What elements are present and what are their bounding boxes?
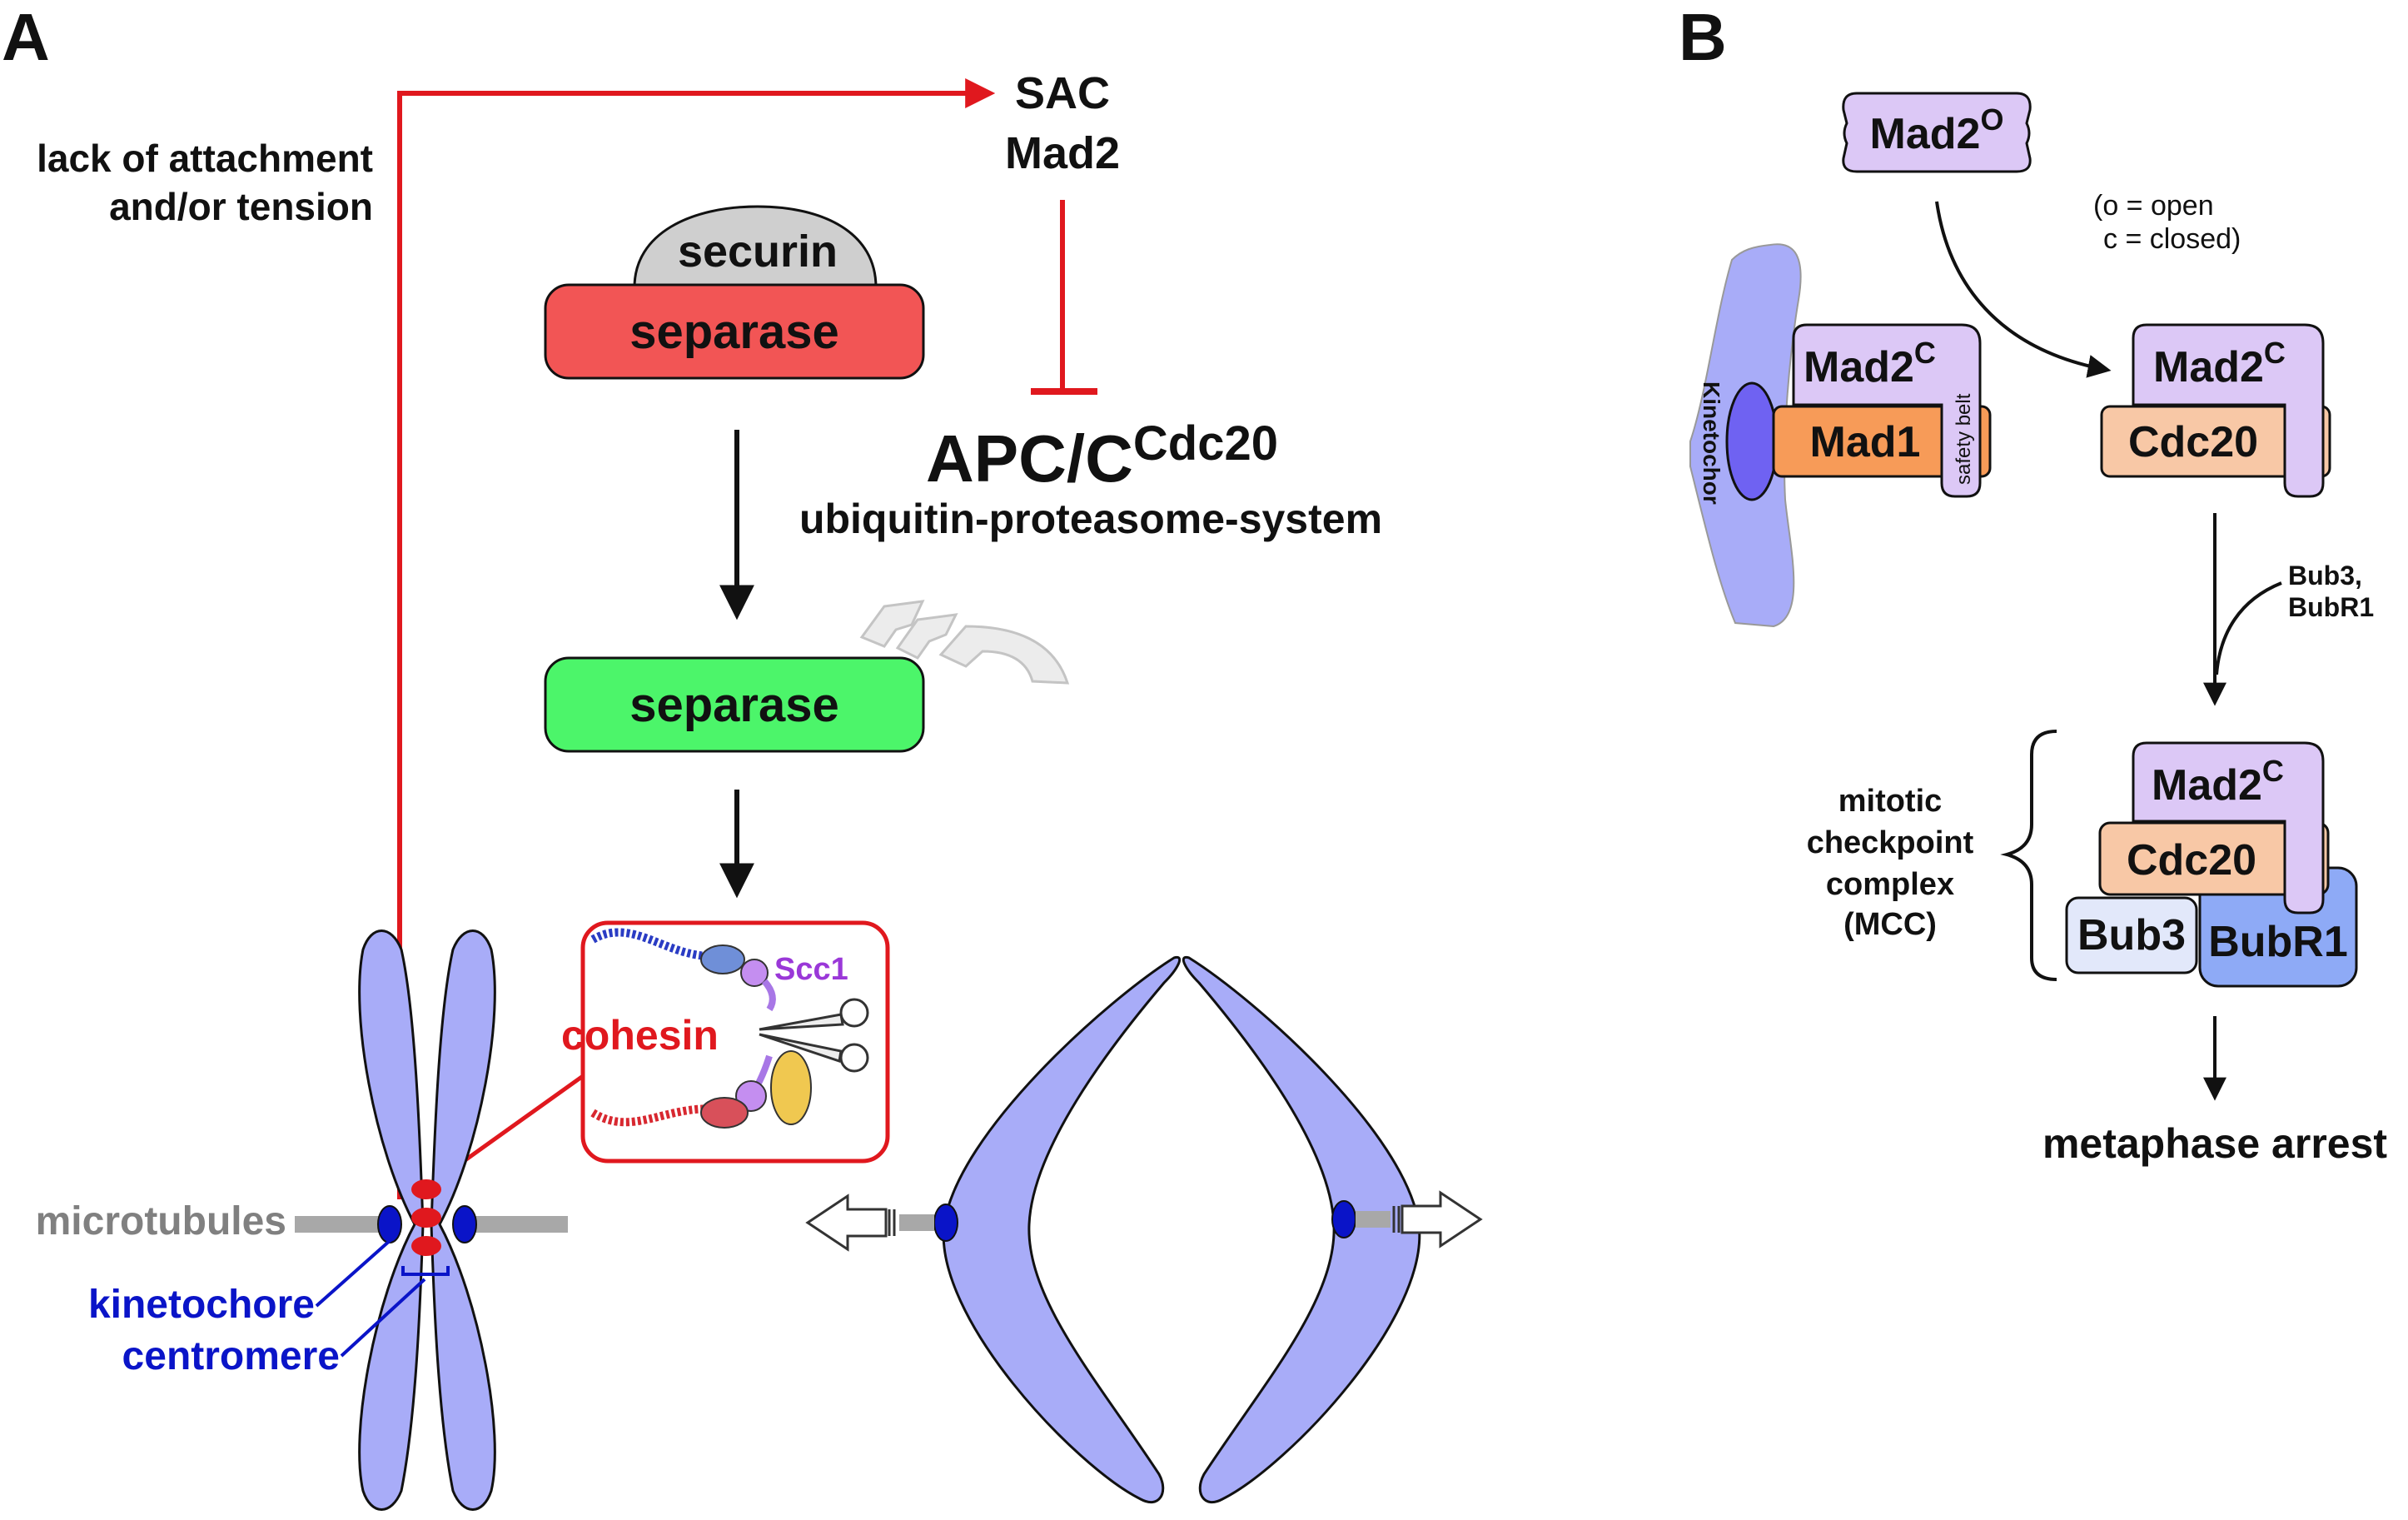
centromere-pointer	[340, 1278, 426, 1358]
apc-label: APC/CCdc20	[926, 416, 1278, 496]
mcc-cdc20-box	[2098, 821, 2330, 896]
bub-label-line2: BubR1	[2288, 592, 2374, 622]
mad2-closed-cdc20-superscript: C	[2264, 336, 2286, 370]
metaphase-arrest-label: metaphase arrest	[2042, 1120, 2387, 1167]
separase-active-box	[544, 656, 925, 753]
mad2-closed-bound-label: Mad2C	[1804, 336, 1936, 391]
trigger-label-line1: lack of attachment	[37, 137, 373, 180]
scissors-icon	[759, 998, 869, 1073]
pull-arrow-left	[805, 1194, 896, 1252]
bub3-box	[2065, 896, 2198, 974]
bub-binding-curve	[2215, 581, 2282, 675]
sac-signal-arrow	[397, 78, 996, 1199]
scc1-label: Scc1	[774, 952, 848, 987]
mad2-closed-cdc20-shape	[2132, 323, 2325, 498]
mad2-closed-cdc20-label: Mad2C	[2153, 336, 2286, 391]
kinetochore-right	[452, 1205, 477, 1243]
mad2-label: Mad2	[1005, 128, 1120, 178]
mcc-label-line4: (MCC)	[1843, 907, 1937, 942]
mad2-open-shape	[1842, 92, 2032, 173]
state-legend-line1: (o = open	[2093, 190, 2214, 222]
centromere-label: centromere	[122, 1334, 340, 1378]
securin-label: securin	[678, 227, 838, 277]
mad2-open-label: Mad2O	[1870, 102, 2004, 158]
separase-active-label: separase	[629, 678, 839, 732]
mcc-mad2-closed-shape	[2132, 741, 2325, 914]
mad2-closed-bound-shape	[1792, 323, 1982, 498]
kinetochore-label: kinetochore	[88, 1283, 315, 1327]
metaphase-chromosome	[358, 929, 496, 1511]
kinetochore-pointer	[315, 1238, 393, 1308]
centromere-bracket	[401, 1266, 450, 1276]
microtubules-label: microtubules	[36, 1199, 286, 1243]
mad2-closed-bound-superscript: C	[1914, 336, 1936, 370]
sac-label: SAC	[1015, 68, 1110, 118]
cohesin-inset-box	[580, 920, 890, 1164]
separase-inactive-label: separase	[629, 305, 839, 359]
bub-label-line1: Bub3,	[2288, 561, 2362, 591]
mcc-cdc20-label: Cdc20	[2127, 836, 2256, 885]
bubr1-label: BubR1	[2208, 918, 2348, 966]
mcc-mad2-closed-label: Mad2C	[2152, 754, 2284, 810]
pull-arrow-right	[1392, 1190, 1483, 1248]
mad2-open-superscript: O	[1980, 102, 2003, 137]
mcc-label-line3: complex	[1826, 867, 1954, 902]
safety-belt-label: safety belt	[1953, 393, 1975, 485]
kinetochore-b-blob	[1725, 381, 1779, 501]
ups-label: ubiquitin-proteasome-system	[799, 496, 1382, 542]
cdc20-box	[2100, 405, 2331, 478]
mad1-label: Mad1	[1810, 418, 1921, 466]
mcc-brace	[2000, 730, 2057, 981]
separase-inactive-box	[544, 283, 925, 380]
securin-shape	[633, 205, 878, 289]
panel-b-label: B	[1679, 0, 1727, 74]
mcc-label-line1: mitotic	[1838, 784, 1943, 819]
conversion-arrow	[1935, 201, 2112, 378]
panel-a: A lack of attachment and/or tension SAC …	[2, 0, 1483, 1511]
kinetochore-left	[377, 1205, 402, 1243]
mad1-box	[1772, 405, 1992, 478]
state-legend-line2: c = closed)	[2103, 223, 2241, 255]
bub3-label: Bub3	[2077, 911, 2186, 959]
cdc20-label: Cdc20	[2128, 418, 2258, 466]
mcc-mad2-closed-superscript: C	[2262, 754, 2284, 788]
kinetochore-b-label: Kinetochor	[1699, 381, 1724, 505]
degraded-securin-fragments	[859, 600, 1070, 685]
panel-a-label: A	[2, 0, 50, 74]
anaphase-chromatids	[805, 955, 1483, 1504]
cohesin-complex-drawing	[590, 928, 869, 1129]
mcc-label-line2: checkpoint	[1807, 825, 1974, 860]
apc-superscript: Cdc20	[1133, 416, 1278, 471]
trigger-label-line2: and/or tension	[109, 185, 373, 228]
cohesin-label: cohesin	[561, 1012, 719, 1059]
panel-b: B Mad2O (o = open c = closed) Kinetochor…	[1679, 0, 2387, 1167]
